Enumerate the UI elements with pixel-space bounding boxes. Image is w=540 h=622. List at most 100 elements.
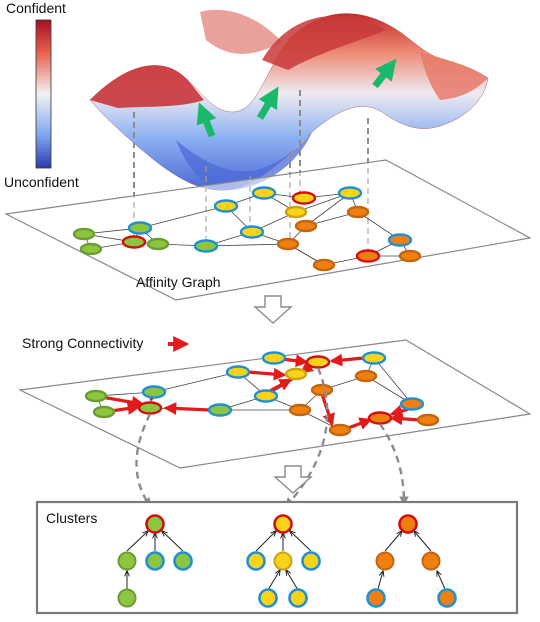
- strong-edge: [389, 412, 421, 426]
- graph-node-orange: [399, 397, 425, 411]
- cluster-node: [117, 551, 137, 571]
- tree-edge: [162, 531, 184, 552]
- graph-node-orange: [328, 423, 352, 437]
- strong-edge: [163, 402, 211, 415]
- clusters-label: Clusters: [46, 510, 97, 526]
- graph-node-green: [72, 227, 96, 241]
- graph-node-yellow: [361, 351, 387, 365]
- cluster-link-arrow: [379, 423, 409, 506]
- cluster-link-arrow: [135, 413, 152, 508]
- tree-edge: [267, 570, 280, 591]
- tree-edge: [384, 531, 402, 552]
- graph-node-yellow: [337, 186, 363, 200]
- tree-edge: [377, 571, 383, 590]
- strong-connectivity-legend: Strong Connectivity: [22, 335, 190, 352]
- cluster-node: [173, 551, 193, 571]
- strong-edge: [347, 417, 373, 430]
- connectivity-nodes: [84, 351, 440, 437]
- graph-nodes: [72, 186, 422, 272]
- tree-edge: [286, 570, 299, 591]
- graph-node-orange: [354, 369, 378, 383]
- graph-node-yellow: [225, 365, 251, 379]
- graph-node-orange: [346, 205, 370, 219]
- graph-edge: [205, 243, 289, 247]
- cluster-orange: [366, 514, 457, 608]
- graph-edge: [153, 371, 239, 393]
- cluster-node: [258, 588, 278, 608]
- colorbar-top-label: Confident: [6, 0, 66, 16]
- affinity-graph-plane: Affinity Graph: [4, 159, 532, 301]
- graph-edge: [139, 205, 227, 229]
- graph-node-green: [127, 221, 153, 235]
- green-arrow-1: [196, 102, 217, 138]
- cluster-node: [273, 551, 293, 571]
- graph-node-orange: [276, 237, 300, 251]
- cluster-green: [117, 514, 193, 608]
- cluster-root-node: [145, 514, 165, 534]
- surface-valley: [176, 132, 312, 190]
- graph-node-orange: [294, 219, 318, 233]
- graph-node-orange: [310, 383, 334, 397]
- graph-node-yellow: [291, 191, 317, 205]
- surface-back-ridge: [200, 9, 282, 54]
- cluster-root-node: [273, 514, 293, 534]
- graph-node-green: [79, 242, 103, 256]
- graph-node-orange: [355, 249, 381, 263]
- cluster-node: [145, 551, 165, 571]
- cluster-node: [246, 551, 266, 571]
- graph-node-green: [193, 239, 219, 253]
- graph-edge: [373, 357, 413, 405]
- graph-node-orange: [288, 403, 312, 417]
- graph-node-orange: [416, 413, 440, 427]
- graph-node-yellow: [305, 355, 331, 369]
- connectivity-graph-plane: [17, 339, 532, 469]
- cluster-node: [366, 588, 386, 608]
- tree-edge: [414, 531, 432, 552]
- graph-node-green: [121, 235, 147, 249]
- graph-node-green: [92, 405, 116, 419]
- colorbar: Confident Unconfident: [4, 0, 79, 190]
- graph-node-yellow: [253, 389, 279, 403]
- tree-edge: [290, 531, 312, 552]
- strong-edge: [247, 367, 287, 381]
- cluster-link-arrow: [284, 367, 329, 508]
- graph-node-green: [146, 237, 170, 251]
- strong-edges: [95, 353, 421, 430]
- surface-peak-right: [420, 52, 488, 100]
- affinity-graph-label: Affinity Graph: [136, 274, 221, 290]
- graph-node-green: [141, 385, 167, 399]
- green-arrow-3: [372, 58, 397, 89]
- green-arrow-2: [256, 86, 279, 120]
- cluster-node: [437, 588, 457, 608]
- graph-node-orange: [367, 411, 393, 425]
- graph-node-yellow: [261, 351, 287, 365]
- plane: [4, 159, 532, 301]
- tree-edge: [255, 531, 276, 552]
- graph-node-orange: [387, 233, 413, 247]
- cluster-link-arrows: [135, 367, 409, 508]
- strong-edge: [267, 378, 293, 394]
- cluster-node: [288, 588, 308, 608]
- clusters-box: Clusters: [35, 500, 519, 615]
- confidence-surface: [89, 9, 489, 191]
- graph-node-orange: [312, 258, 336, 272]
- strong-connectivity-label: Strong Connectivity: [22, 335, 143, 351]
- cluster-node: [117, 588, 137, 608]
- surface-peak-left: [90, 65, 204, 108]
- graph-node-green: [84, 389, 108, 403]
- cluster-root-node: [398, 514, 418, 534]
- colorbar-bottom-label: Unconfident: [4, 174, 79, 190]
- graph-node-yellow: [251, 186, 277, 200]
- tree-edge: [126, 531, 148, 552]
- surface-peak-center: [262, 16, 386, 70]
- graph-node-green: [137, 401, 163, 415]
- cluster-node: [301, 551, 321, 571]
- cluster-node: [375, 551, 395, 571]
- graph-node-orange: [398, 249, 422, 263]
- cluster-yellow: [246, 514, 321, 608]
- graph-node-yellow: [284, 367, 308, 381]
- graph-node-yellow: [213, 199, 239, 213]
- graph-node-green: [207, 403, 233, 417]
- strong-edge: [329, 353, 365, 367]
